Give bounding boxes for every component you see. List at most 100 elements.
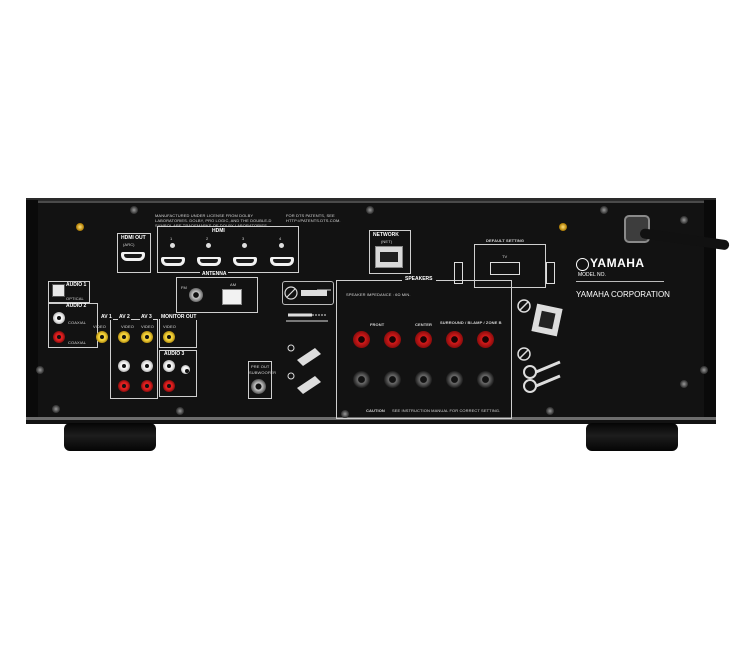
brand-name: YAMAHA [590,256,645,270]
prohibited-wire-icon [517,347,561,393]
audio3-label: AUDIO 3 [164,351,185,357]
av1-video-jack[interactable] [96,331,108,343]
pre-out-group [248,361,272,399]
network-sub: (NET) [381,239,393,244]
hdmi-in-number-2: 2 [206,236,209,241]
screw [546,407,554,415]
av1-label: AV 1 [100,314,113,320]
av3-label: AV 3 [140,314,153,320]
default-setting-group [474,244,546,288]
default-setting-label: DEFAULT SETTING [484,238,527,243]
screw [366,206,374,214]
monitor-out-label: MONITOR OUT [160,314,198,320]
right-speaker-icon [546,262,555,284]
tv-label: TV [502,254,508,259]
hdmi-in-port-3[interactable] [233,257,257,266]
front-r-positive-terminal[interactable] [353,331,370,348]
center-speaker-icon [490,262,520,275]
audio2-jack-l[interactable] [53,312,65,324]
license-text: MANUFACTURED UNDER LICENSE FROM DOLBY LA… [155,213,272,228]
surround-l-negative-terminal[interactable] [477,371,494,388]
front-l-negative-terminal[interactable] [384,371,401,388]
left-speaker-icon [454,262,463,284]
caution-text: SEE INSTRUCTION MANUAL FOR CORRECT SETTI… [392,408,501,413]
av3-audio-jack-r[interactable] [141,380,153,392]
wire-strip-diagram [282,281,334,305]
av2-video-jack[interactable] [118,331,130,343]
av2-label: AV 2 [118,314,131,320]
no-short-circuit-diagram [516,346,564,394]
speakers-label: SPEAKERS [402,276,436,282]
audio1-label: AUDIO 1 [66,282,87,288]
screw [680,216,688,224]
center-positive-terminal[interactable] [415,331,432,348]
hdmi-out-port[interactable] [121,252,145,261]
hdmi-in-number-1: 1 [170,236,173,241]
ethernet-port[interactable] [375,246,403,268]
front-r-negative-terminal[interactable] [353,371,370,388]
subwoofer-pre-out-jack[interactable] [251,379,266,394]
hdmi-in-port-1[interactable] [161,257,185,266]
wire-strip-icon [284,286,331,300]
prohibited-icon [517,299,563,337]
audio3-group [159,350,197,397]
av3-audio-jack-l[interactable] [141,360,153,372]
audio3-jack-l[interactable] [163,360,175,372]
optical-input[interactable] [52,284,65,297]
audio2-label: AUDIO 2 [66,303,87,309]
hdmi-out-group [117,233,151,273]
av3-video-label: VIDEO [141,324,154,329]
center-label: CENTER [415,322,433,327]
screw [130,206,138,214]
antenna-label: ANTENNA [200,271,229,277]
hdmi-indicator [206,243,211,248]
audio2-jack-r[interactable] [53,331,65,343]
audio1-group [48,281,90,303]
av2-audio-jack-r[interactable] [118,380,130,392]
network-label: NETWORK [373,232,399,238]
wire-length-icon [286,313,328,322]
av2-video-label: VIDEO [121,324,134,329]
hdmi-in-number-4: 4 [279,236,282,241]
audio3-jack-r[interactable] [163,380,175,392]
pre-out-sub: SUBWOOFER [249,370,277,375]
center-negative-terminal[interactable] [415,371,432,388]
av3-video-jack[interactable] [141,331,153,343]
yamaha-logo-icon [576,258,589,271]
hdmi-in-label: HDMI [212,228,225,234]
screw [52,405,60,413]
hdmi-indicator [170,243,175,248]
surround-r-positive-terminal[interactable] [446,331,463,348]
left-foot [64,423,156,451]
wire-length-diagram [282,305,332,327]
terminal-connection-icon [287,344,321,394]
surround-r-negative-terminal[interactable] [446,371,463,388]
am-antenna-terminal[interactable] [222,289,242,305]
corporation-name: YAMAHA CORPORATION [576,290,670,299]
av2-audio-jack-l[interactable] [118,360,130,372]
screw [680,380,688,388]
hdmi-indicator [279,243,284,248]
audio3-aux-jack[interactable] [181,365,190,374]
network-group [369,230,411,274]
screw [600,206,608,214]
patent-text: FOR DTS PATENTS, SEE HTTP://PATENTS.DTS.… [286,213,341,223]
surround-label: SURROUND / BI-AMP / ZONE B [440,320,502,325]
monitor-out-video-jack[interactable] [163,331,175,343]
no-solder-diagram [516,298,564,340]
av1-video-label: VIDEO [93,324,106,329]
hdmi-in-port-4[interactable] [270,257,294,266]
model-label: MODEL NO. [578,272,606,278]
surround-l-positive-terminal[interactable] [477,331,494,348]
fm-antenna-jack[interactable] [189,288,203,302]
front-l-positive-terminal[interactable] [384,331,401,348]
hdmi-out-sub: (ARC) [123,242,135,247]
hdmi-in-port-2[interactable] [197,257,221,266]
audio2-coaxial-label: COAXIAL [68,320,87,325]
hdmi-in-number-3: 3 [242,236,245,241]
antenna-group [176,277,258,313]
pre-out-label: PRE OUT [251,364,270,369]
audio2-coaxial-label-lower: COAXIAL [68,340,87,345]
screw [176,407,184,415]
av-input-group [110,319,158,399]
